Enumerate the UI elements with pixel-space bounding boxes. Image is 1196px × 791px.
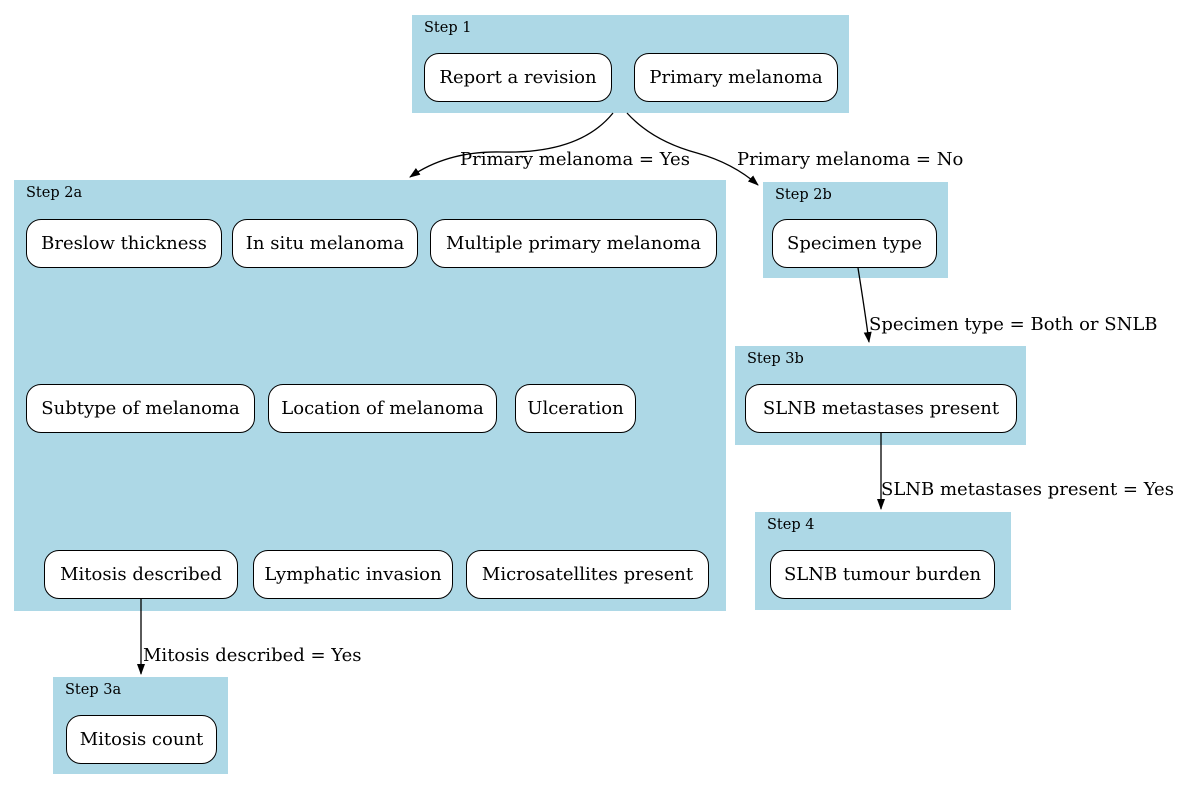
node-lymphatic-invasion: Lymphatic invasion [253, 550, 453, 599]
cluster-step-2a-label: Step 2a [26, 185, 83, 201]
edge-label-slnb-metastases-present-yes: SLNB metastases present = Yes [881, 479, 1174, 500]
edge-specimen-type-both-or-snlb [857, 267, 872, 343]
node-subtype-of-melanoma: Subtype of melanoma [26, 384, 255, 433]
node-ulceration: Ulceration [515, 384, 636, 433]
edge-label-specimen-type-both-or-snlb: Specimen type = Both or SNLB [869, 314, 1158, 335]
edge-label-primary-melanoma-yes: Primary melanoma = Yes [460, 149, 690, 170]
edge-label-mitosis-described-yes: Mitosis described = Yes [143, 645, 362, 666]
node-microsatellites-present: Microsatellites present [466, 550, 709, 599]
node-in-situ-melanoma: In situ melanoma [232, 219, 418, 268]
node-breslow-thickness: Breslow thickness [26, 219, 222, 268]
node-slnb-metastases-present: SLNB metastases present [745, 384, 1017, 433]
cluster-step-4-label: Step 4 [767, 517, 815, 533]
node-location-of-melanoma: Location of melanoma [268, 384, 497, 433]
node-specimen-type: Specimen type [772, 219, 937, 268]
node-primary-melanoma: Primary melanoma [634, 53, 838, 102]
node-slnb-tumour-burden: SLNB tumour burden [770, 550, 995, 599]
cluster-step-3b-label: Step 3b [747, 351, 804, 367]
cluster-step-1-label: Step 1 [424, 20, 472, 36]
node-report-a-revision: Report a revision [424, 53, 612, 102]
node-mitosis-described: Mitosis described [44, 550, 238, 599]
node-mitosis-count: Mitosis count [66, 715, 217, 764]
node-multiple-primary-melanoma: Multiple primary melanoma [430, 219, 717, 268]
cluster-step-3a-label: Step 3a [65, 682, 122, 698]
cluster-step-2b-label: Step 2b [775, 187, 832, 203]
edge-label-primary-melanoma-no: Primary melanoma = No [737, 149, 964, 170]
